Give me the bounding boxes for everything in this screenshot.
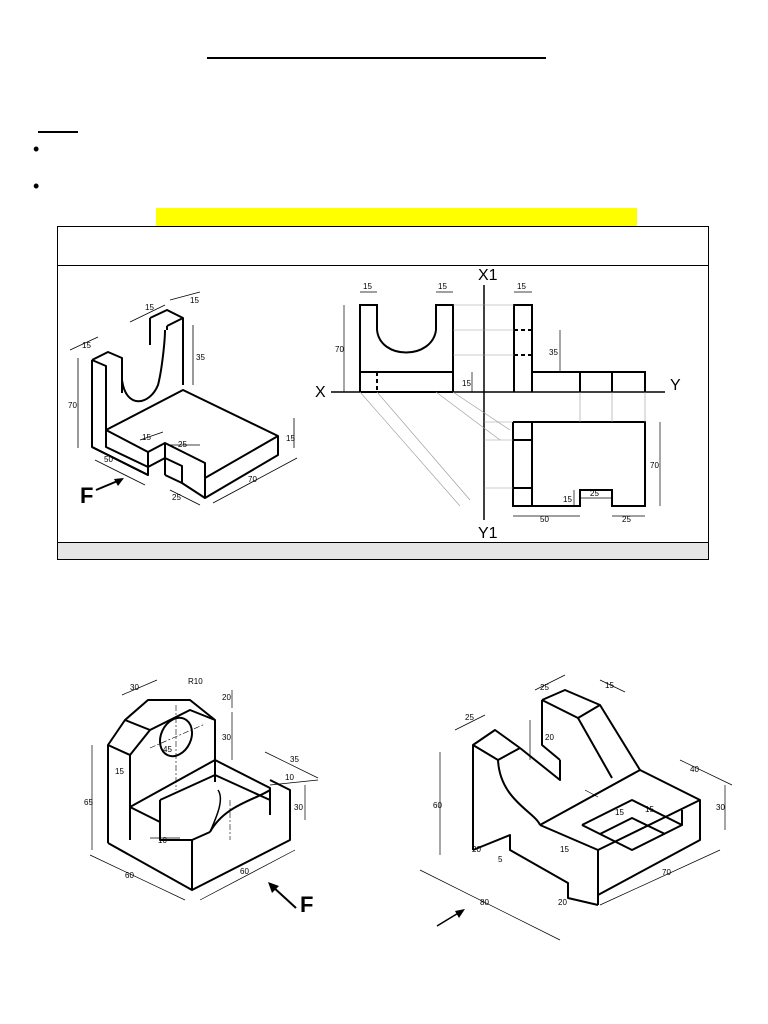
example-box (57, 226, 709, 560)
ex2-dim-25b: 25 (540, 683, 549, 692)
label-x: X (315, 384, 326, 401)
ex1-dim-60b: 60 (240, 867, 249, 876)
iso-arrowhead (114, 478, 124, 486)
example-iso-dimtext: 15 15 15 35 70 15 25 50 15 25 70 (68, 296, 295, 502)
ortho-projection-lines (359, 304, 646, 507)
ex1-arrowhead (268, 882, 279, 893)
ex2-dim-30: 30 (716, 803, 725, 812)
ex1-dim-15: 15 (115, 767, 124, 776)
ortho-s15: 15 (517, 282, 526, 291)
ex1-direction-label: F (300, 892, 313, 917)
ex1-dim-45: 45 (163, 745, 172, 754)
ex1-dim-10a: 10 (285, 773, 294, 782)
ex1-dim-35: 35 (290, 755, 299, 764)
ortho-f15c: 15 (462, 379, 471, 388)
ex2-dim-15c: 15 (615, 808, 624, 817)
iso-dim-70b: 70 (248, 475, 257, 484)
ex2-dim-20c: 20 (558, 898, 567, 907)
exercise-2-dimtext: 25 15 25 20 40 30 60 15 15 15 20 5 80 20… (433, 681, 725, 907)
ex1-dim-65: 65 (84, 798, 93, 807)
ex1-dim-60a: 60 (125, 871, 134, 880)
ex2-dim-15d: 15 (645, 805, 654, 814)
ortho-t25a: 25 (590, 489, 599, 498)
ex2-dim-70: 70 (662, 868, 671, 877)
example-orthographic (331, 285, 665, 520)
iso-dim-70: 70 (68, 401, 77, 410)
iso-dim-25a: 25 (178, 440, 187, 449)
example-iso-dimlines (69, 291, 298, 506)
ex1-dim-30: 30 (130, 683, 139, 692)
ortho-labels: X Y X1 Y1 (315, 267, 681, 542)
ortho-t15: 15 (563, 495, 572, 504)
title-underline (207, 57, 546, 59)
ex2-direction-arrow (436, 911, 461, 927)
exercise-1-drawing (107, 699, 291, 891)
iso-dim-50: 50 (104, 455, 113, 464)
ex1-dim-r10: R10 (188, 677, 203, 686)
ex2-dim-20a: 20 (545, 733, 554, 742)
bullet-2: • (33, 176, 40, 196)
ex2-dim-25a: 25 (465, 713, 474, 722)
iso-dim-25b: 25 (172, 493, 181, 502)
ex1-dim-30c: 30 (294, 803, 303, 812)
iso-dim-35: 35 (196, 353, 205, 362)
ex2-dim-80: 80 (480, 898, 489, 907)
ex1-dim-30b: 30 (222, 733, 231, 742)
exercise-1-centerlines (149, 705, 231, 840)
label-y1: Y1 (478, 525, 498, 542)
ortho-dimlines (343, 291, 661, 517)
ortho-t70: 70 (650, 461, 659, 470)
example-header (58, 227, 708, 266)
iso-dim-15d: 15 (142, 433, 151, 442)
iso-dim-15a: 15 (82, 341, 91, 350)
heading-underline (38, 131, 78, 133)
ex2-arrowhead (455, 909, 465, 918)
highlight-bar (156, 208, 637, 226)
ex2-dim-5: 5 (498, 855, 503, 864)
bullet-1: • (33, 139, 40, 159)
exercise-1-dimtext: 30 R10 20 30 45 15 65 35 10 30 10 60 60 (84, 677, 303, 880)
iso-dim-15e: 15 (286, 434, 295, 443)
ex2-dim-15b: 15 (560, 845, 569, 854)
label-x1: X1 (478, 267, 498, 284)
iso-direction-label: F (80, 483, 93, 508)
ortho-f15a: 15 (363, 282, 372, 291)
iso-dim-15b: 15 (145, 303, 154, 312)
ex2-dim-15a: 15 (605, 681, 614, 690)
ortho-t25b: 25 (622, 515, 631, 524)
exercise-2-dimlines (419, 674, 733, 941)
ex2-dim-20b: 20 (472, 845, 481, 854)
example-isometric (91, 309, 279, 499)
iso-dim-15c: 15 (190, 296, 199, 305)
exercise-2-drawing (472, 689, 701, 906)
ex2-dim-60: 60 (433, 801, 442, 810)
example-footer (58, 542, 708, 559)
ortho-f15b: 15 (438, 282, 447, 291)
ortho-dimtext: 15 15 70 15 15 35 70 15 25 50 25 (335, 282, 659, 524)
ex1-dim-10b: 10 (158, 836, 167, 845)
ortho-s35: 35 (549, 348, 558, 357)
ortho-f70: 70 (335, 345, 344, 354)
ex2-dim-40: 40 (690, 765, 699, 774)
label-y: Y (670, 377, 681, 394)
ex1-dim-20: 20 (222, 693, 231, 702)
exercise-1-dimlines (89, 679, 319, 901)
ortho-t50: 50 (540, 515, 549, 524)
ex1-direction-arrow (271, 885, 297, 909)
